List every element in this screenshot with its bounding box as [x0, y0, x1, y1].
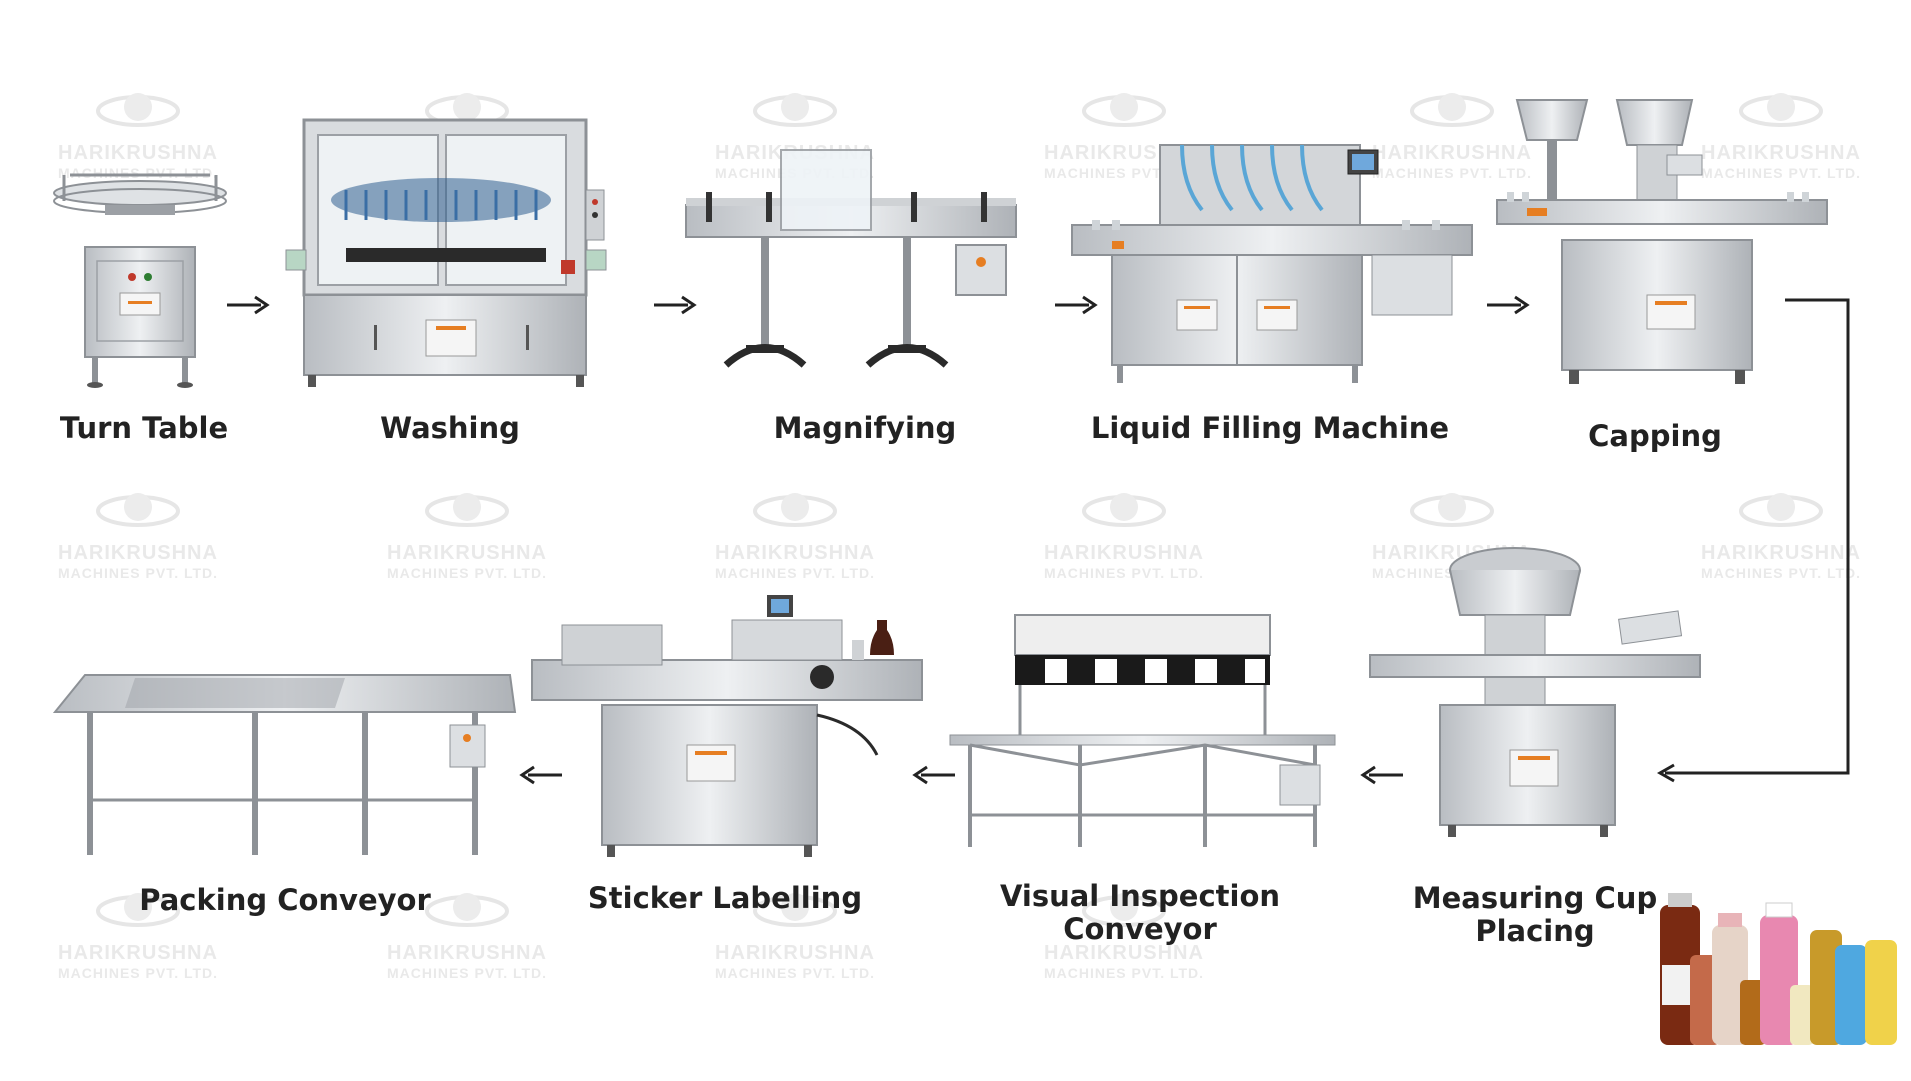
watermark-logo-icon — [1082, 893, 1166, 927]
watermark-line1: HARIKRUSHNA — [387, 542, 547, 564]
watermark-logo-icon — [425, 893, 509, 927]
step-label-line: Measuring Cup — [1412, 881, 1658, 915]
magnifying-conveyor-icon — [685, 149, 1017, 368]
step-label-magnifying: Magnifying — [773, 411, 957, 445]
step-label-turn-table: Turn Table — [59, 411, 229, 445]
packing-conveyor-table-icon — [52, 674, 517, 855]
step-label-liquid-filling-machine: Liquid Filling Machine — [1090, 411, 1450, 445]
watermark-line2: MACHINES PVT. LTD. — [1043, 565, 1205, 581]
watermark-logo-icon — [1082, 93, 1166, 127]
watermark: HARIKRUSHNA MACHINES PVT. LTD. — [1024, 885, 1224, 982]
watermark-line2: MACHINES PVT. LTD. — [714, 965, 876, 981]
watermark-line1: HARIKRUSHNA — [1701, 142, 1861, 164]
watermark-logo-icon — [753, 93, 837, 127]
connector-arrow-icon — [1656, 298, 1850, 783]
watermark-line2: MACHINES PVT. LTD. — [57, 165, 219, 181]
arrow-left-icon — [519, 765, 562, 785]
sticker-labelling-machine-icon — [531, 595, 923, 857]
bottle-washing-machine-icon — [285, 118, 607, 387]
watermark-line2: MACHINES PVT. LTD. — [386, 965, 548, 981]
arrow-left-icon — [912, 765, 955, 785]
watermark: HARIKRUSHNA MACHINES PVT. LTD. — [38, 85, 238, 182]
measuring-cup-placing-machine-icon — [1369, 547, 1701, 837]
watermark-line1: HARIKRUSHNA — [58, 942, 218, 964]
watermark: HARIKRUSHNA MACHINES PVT. LTD. — [695, 485, 895, 582]
liquid-filling-machine-icon — [1071, 144, 1473, 383]
watermark-logo-icon — [425, 493, 509, 527]
watermark-logo-icon — [1739, 93, 1823, 127]
watermark: HARIKRUSHNA MACHINES PVT. LTD. — [1024, 485, 1224, 582]
step-label-capping: Capping — [1588, 419, 1722, 453]
arrow-right-icon — [227, 295, 270, 315]
arrow-right-icon — [654, 295, 697, 315]
watermark-logo-icon — [1410, 93, 1494, 127]
watermark-logo-icon — [96, 493, 180, 527]
watermark-line1: HARIKRUSHNA — [715, 542, 875, 564]
watermark: HARIKRUSHNA MACHINES PVT. LTD. — [1681, 485, 1881, 582]
watermark-line1: HARIKRUSHNA — [58, 142, 218, 164]
step-label-visual-inspection-conveyor: Visual Inspection Conveyor — [990, 880, 1290, 946]
watermark: HARIKRUSHNA MACHINES PVT. LTD. — [367, 485, 567, 582]
watermark-line1: HARIKRUSHNA — [1044, 542, 1204, 564]
watermark-line2: MACHINES PVT. LTD. — [1700, 165, 1862, 181]
watermark-logo-icon — [96, 93, 180, 127]
step-label-line: Placing — [1475, 914, 1595, 948]
step-label-washing: Washing — [380, 411, 520, 445]
arrow-right-icon — [1055, 295, 1098, 315]
watermark-logo-icon — [1082, 493, 1166, 527]
capping-machine-icon — [1496, 99, 1828, 384]
watermark: HARIKRUSHNA MACHINES PVT. LTD. — [38, 885, 238, 982]
watermark-logo-icon — [96, 893, 180, 927]
watermark-line2: MACHINES PVT. LTD. — [386, 565, 548, 581]
step-label-line: Visual Inspection — [999, 879, 1281, 913]
watermark-line1: HARIKRUSHNA — [1044, 942, 1204, 964]
arrow-left-icon — [1360, 765, 1403, 785]
step-label-packing-conveyor: Packing Conveyor — [139, 883, 431, 917]
watermark-line1: HARIKRUSHNA — [387, 942, 547, 964]
watermark-line2: MACHINES PVT. LTD. — [57, 565, 219, 581]
watermark: HARIKRUSHNA MACHINES PVT. LTD. — [695, 885, 895, 982]
watermark-line2: MACHINES PVT. LTD. — [1700, 565, 1862, 581]
watermark-logo-icon — [1410, 493, 1494, 527]
turn-table-machine-icon — [53, 173, 227, 388]
watermark-line2: MACHINES PVT. LTD. — [1043, 965, 1205, 981]
watermark-line1: HARIKRUSHNA — [58, 542, 218, 564]
arrow-right-icon — [1487, 295, 1530, 315]
step-label-measuring-cup-placing: Measuring Cup Placing — [1390, 882, 1680, 948]
watermark-line2: MACHINES PVT. LTD. — [714, 565, 876, 581]
visual-inspection-conveyor-icon — [949, 614, 1336, 847]
watermark-line1: HARIKRUSHNA — [715, 942, 875, 964]
watermark-logo-icon — [753, 493, 837, 527]
product-bottles-icon — [1660, 893, 1897, 1045]
watermark-line1: HARIKRUSHNA — [1701, 542, 1861, 564]
watermark-logo-icon — [1739, 493, 1823, 527]
watermark-logo-icon — [753, 893, 837, 927]
watermark-line2: MACHINES PVT. LTD. — [1371, 165, 1533, 181]
watermark-line1: HARIKRUSHNA — [1372, 142, 1532, 164]
watermark: HARIKRUSHNA MACHINES PVT. LTD. — [1681, 85, 1881, 182]
watermark: HARIKRUSHNA MACHINES PVT. LTD. — [367, 885, 567, 982]
step-label-line: Conveyor — [1063, 912, 1217, 946]
watermark-line2: MACHINES PVT. LTD. — [57, 965, 219, 981]
watermark: HARIKRUSHNA MACHINES PVT. LTD. — [38, 485, 238, 582]
step-label-sticker-labelling: Sticker Labelling — [587, 881, 863, 915]
watermark: HARIKRUSHNA MACHINES PVT. LTD. — [1352, 85, 1552, 182]
